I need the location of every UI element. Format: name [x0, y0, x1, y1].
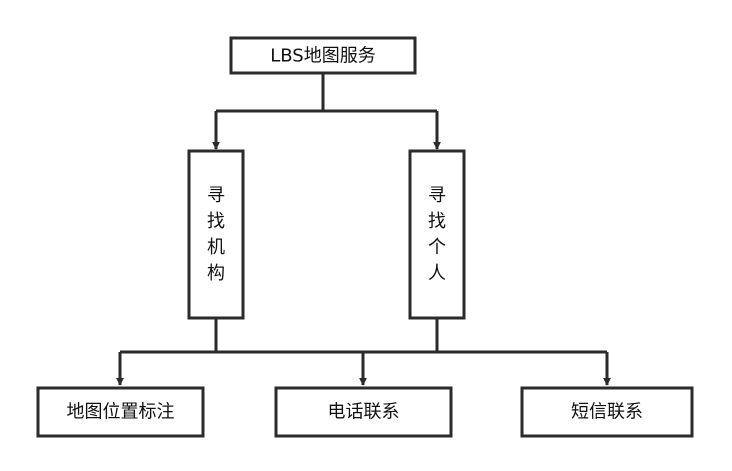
leaf-2-box: [274, 386, 453, 438]
branch-right-label: 寻找个人: [428, 185, 446, 284]
vertical-label-char: 构: [207, 263, 225, 284]
branch-right-box: [408, 149, 466, 320]
leaf-1-label: 地图位置标注: [67, 402, 175, 423]
vertical-label-char: 机: [207, 237, 225, 258]
root-connectors: [212, 73, 441, 150]
branch-left-label: 寻找机构: [207, 185, 225, 284]
branch-right-node: 寻找个人: [408, 149, 466, 320]
root-node: LBS地图服务: [229, 36, 417, 75]
leaf-3-box: [520, 386, 694, 438]
root-node-label: LBS地图服务: [270, 46, 376, 67]
leaf-node-2: 电话联系: [274, 386, 453, 438]
leaf-1-box: [36, 386, 205, 438]
vertical-label-char: 人: [428, 263, 446, 284]
leaf-3-label: 短信联系: [571, 402, 643, 423]
leaf-2-label: 电话联系: [328, 402, 400, 423]
branch-left-box: [187, 149, 245, 320]
vertical-label-char: 找: [428, 211, 446, 232]
leaf-connectors: [116, 318, 611, 386]
leaf-node-3: 短信联系: [520, 386, 694, 438]
vertical-label-char: 个: [428, 237, 446, 258]
vertical-label-char: 寻: [207, 185, 225, 206]
leaf-node-1: 地图位置标注: [36, 386, 205, 438]
root-node-box: [229, 36, 417, 75]
branch-left-node: 寻找机构: [187, 149, 245, 320]
vertical-label-char: 寻: [428, 185, 446, 206]
vertical-label-char: 找: [207, 211, 225, 232]
